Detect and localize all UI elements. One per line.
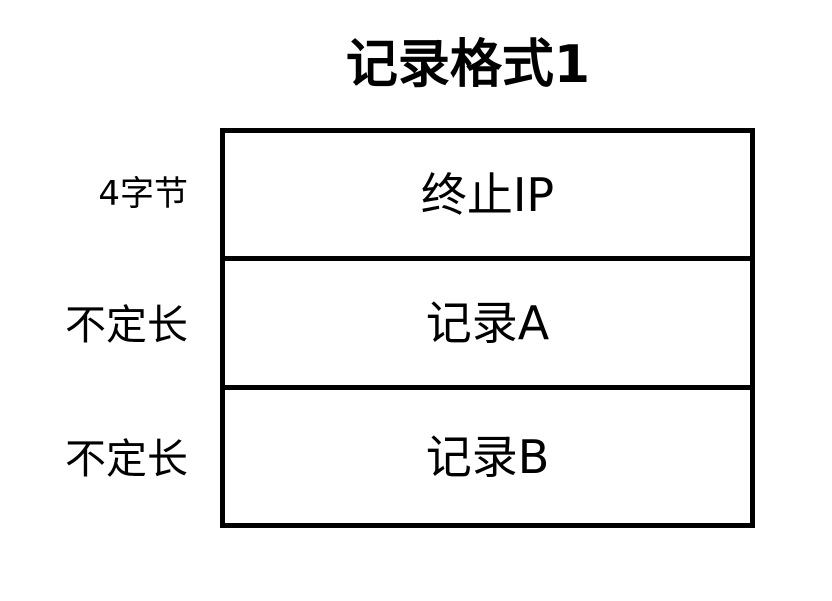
record-field-row-2: 记录B [225,390,750,523]
record-field-label-2: 记录B [425,429,550,484]
record-field-row-1: 记录A [225,261,750,390]
record-field-label-1: 记录A [425,296,550,350]
diagram-title: 记录格式1 [345,35,591,95]
size-label-row-2: 不定长 [65,435,188,483]
size-label-row-1: 不定长 [65,301,188,349]
record-field-label-0: 终止IP [420,167,555,222]
record-layout-box: 终止IP 记录A 记录B [220,128,755,528]
size-label-column: 4字节 不定长 不定长 [0,128,200,528]
size-label-row-0: 4字节 [98,174,188,214]
record-field-row-0: 终止IP [225,133,750,261]
